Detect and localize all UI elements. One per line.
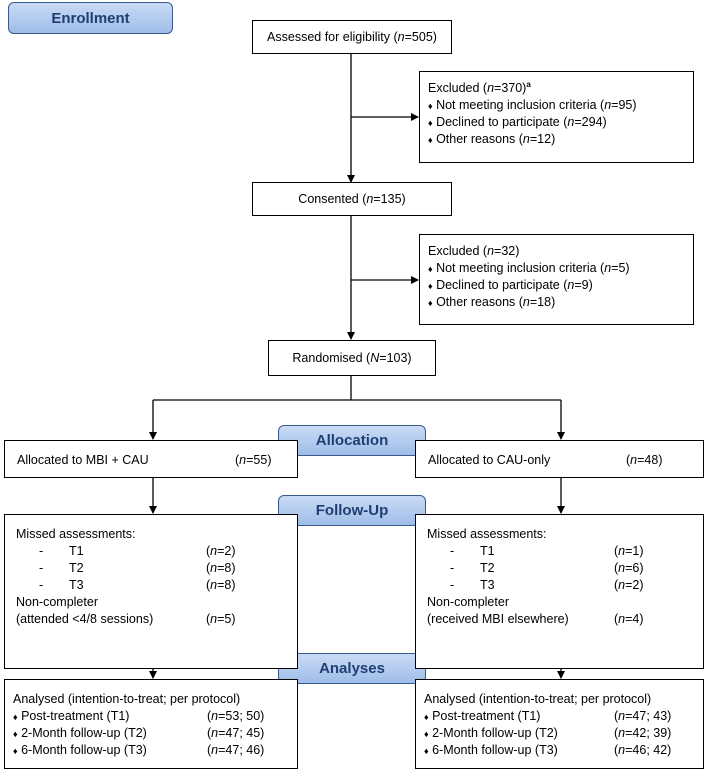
list-item: -T2(n=6) [450, 561, 644, 575]
list-item: ♦ 6-Month follow-up (T3)(n=47; 46) [13, 743, 265, 757]
stage-followup: Follow-Up [278, 495, 426, 526]
list-item: ♦ Not meeting inclusion criteria (n=95) [428, 98, 637, 112]
stage-analyses: Analyses [278, 653, 426, 684]
excluded-box-2: Excluded (n=32) ♦ Not meeting inclusion … [419, 234, 694, 325]
allocation-box-right: Allocated to CAU-only(n=48) [415, 440, 704, 478]
list-item: -T1(n=2) [39, 544, 236, 558]
assessed-box: Assessed for eligibility (n=505) [252, 20, 452, 54]
randomised-box: Randomised (N=103) [268, 340, 436, 376]
excluded-box-1: Excluded (n=370)a ♦ Not meeting inclusio… [419, 71, 694, 163]
analyses-box-right: Analysed (intention-to-treat; per protoc… [415, 679, 704, 769]
list-item: ♦ Other reasons (n=12) [428, 132, 556, 146]
list-item: ♦ 6-Month follow-up (T3)(n=46; 42) [424, 743, 672, 757]
followup-box-right: Missed assessments: -T1(n=1) -T2(n=6) -T… [415, 514, 704, 669]
analyses-box-left: Analysed (intention-to-treat; per protoc… [4, 679, 298, 769]
list-item: ♦ 2-Month follow-up (T2)(n=42; 39) [424, 726, 672, 740]
consented-box: Consented (n=135) [252, 182, 452, 216]
list-item: ♦ Post-treatment (T1)(n=47; 43) [424, 709, 672, 723]
list-item: -T1(n=1) [450, 544, 644, 558]
stage-enrollment: Enrollment [8, 2, 173, 34]
footnote-marker: a [526, 79, 531, 89]
list-item: -T3(n=8) [39, 578, 236, 592]
list-item: -T2(n=8) [39, 561, 236, 575]
stage-allocation: Allocation [278, 425, 426, 456]
list-item: ♦ 2-Month follow-up (T2)(n=47; 45) [13, 726, 265, 740]
list-item: ♦ Not meeting inclusion criteria (n=5) [428, 261, 630, 275]
allocation-box-left: Allocated to MBI + CAU(n=55) [4, 440, 298, 478]
list-item: -T3(n=2) [450, 578, 644, 592]
list-item: ♦ Declined to participate (n=294) [428, 115, 607, 129]
list-item: ♦ Other reasons (n=18) [428, 295, 556, 309]
followup-box-left: Missed assessments: -T1(n=2) -T2(n=8) -T… [4, 514, 298, 669]
list-item: ♦ Declined to participate (n=9) [428, 278, 593, 292]
list-item: ♦ Post-treatment (T1)(n=53; 50) [13, 709, 265, 723]
